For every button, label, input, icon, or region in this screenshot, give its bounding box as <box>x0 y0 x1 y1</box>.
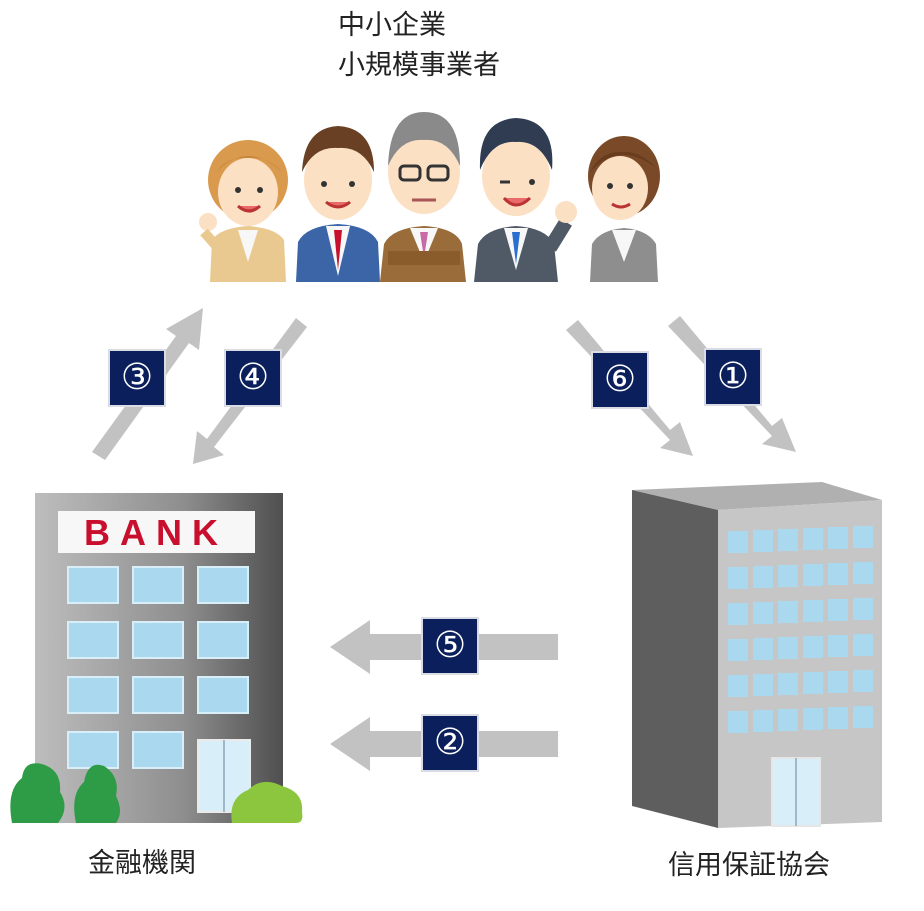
bank-sign: BANK <box>84 512 228 553</box>
business-people-group-icon <box>199 112 660 282</box>
tree-icon <box>10 763 303 823</box>
step-badge-1: ① <box>704 348 762 406</box>
bank-org-label: 金融機関 <box>88 848 196 879</box>
sme-label-line1: 中小企業 <box>338 10 446 41</box>
guarantee-org-label: 信用保証協会 <box>668 850 830 881</box>
bank-building-icon <box>35 493 283 823</box>
office-building-icon <box>632 482 882 828</box>
step-badge-4: ④ <box>224 349 282 407</box>
person-man-navy-suit <box>474 118 577 282</box>
step-badge-2: ② <box>421 714 479 772</box>
step-badge-5: ⑤ <box>421 617 479 675</box>
person-woman-left <box>199 140 288 282</box>
person-man-blue-suit <box>296 126 380 282</box>
person-woman-right <box>588 136 660 282</box>
office-windows <box>728 526 873 733</box>
person-man-glasses <box>380 112 466 282</box>
step-badge-3: ③ <box>108 349 166 407</box>
sme-label-line2: 小規模事業者 <box>338 50 500 81</box>
step-badge-6: ⑥ <box>591 351 649 409</box>
